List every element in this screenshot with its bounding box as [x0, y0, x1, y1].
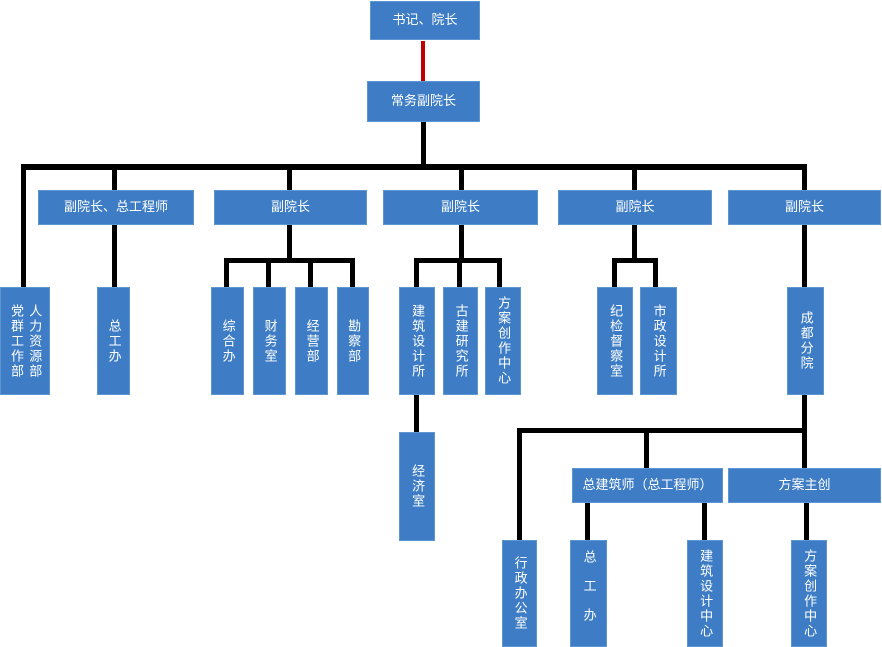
node-label-hr-dept: 人力资源部	[27, 303, 43, 379]
connector-branch-survey-dept	[350, 262, 355, 287]
node-economy-office[interactable]: 经济室	[399, 432, 435, 541]
node-ancient-arch-institute[interactable]: 古建研究所	[443, 287, 478, 395]
connector-main-horizontal	[21, 164, 807, 170]
node-vp3[interactable]: 副院长	[383, 190, 538, 225]
connector-main-vp5	[802, 168, 807, 190]
node-discipline-inspection-office[interactable]: 纪检督察室	[597, 287, 633, 395]
node-general-office[interactable]: 综合办	[211, 287, 244, 395]
connector-branch-finance-office	[266, 262, 271, 287]
node-vp2[interactable]: 副院长	[214, 190, 367, 225]
connector-vp4-branch	[632, 225, 637, 261]
connector-evp-mainline	[421, 121, 426, 166]
node-scheme-lead[interactable]: 方案主创	[728, 468, 881, 503]
connector-branch-municipal-design	[653, 262, 658, 287]
node-municipal-design-institute[interactable]: 市政设计所	[640, 287, 677, 395]
connector-vp3-branch-horizontal	[414, 258, 502, 263]
node-arch-design-center[interactable]: 建筑设计中心	[687, 540, 723, 647]
node-vp-chief-engineer[interactable]: 副院长、总工程师	[38, 190, 194, 225]
connector-branch-scheme-lead	[802, 432, 807, 468]
node-operations-dept[interactable]: 经营部	[295, 287, 328, 395]
node-chief-architect[interactable]: 总建筑师（总工程师）	[572, 468, 723, 503]
connector-main-vp1	[112, 168, 117, 190]
connector-main-vp3	[459, 168, 464, 190]
connector-main-vp2	[287, 168, 292, 190]
node-admin-office[interactable]: 行政办公室	[502, 540, 537, 647]
node-arch-design-institute[interactable]: 建筑设计所	[399, 287, 435, 395]
node-finance-office[interactable]: 财务室	[253, 287, 286, 395]
connector-branch-operations-dept	[308, 262, 313, 287]
connector-scheme-lead-creation-center	[804, 502, 809, 540]
connector-branch-general-office	[224, 262, 229, 287]
connector-main-combined-box	[21, 168, 26, 287]
node-chengdu-branch[interactable]: 成都分院	[787, 287, 824, 395]
connector-chengdu-branch-down	[802, 395, 807, 431]
connector-chief-architect-chief-eng-office	[585, 502, 590, 540]
connector-president-evp	[421, 41, 425, 82]
connector-branch-scheme-creation-center	[497, 262, 502, 287]
connector-vp2-branch	[287, 225, 292, 261]
node-party-mass-and-hr[interactable]: 党群工作部 人力资源部	[0, 287, 50, 395]
connector-chief-architect-arch-design-center	[702, 502, 707, 540]
connector-branch-discipline-office	[612, 262, 617, 287]
connector-branch-ancient-arch-institute	[457, 262, 462, 287]
node-scheme-creation-center[interactable]: 方案创作中心	[485, 287, 521, 395]
node-president[interactable]: 书记、院长	[370, 1, 480, 40]
node-label-party-mass-dept: 党群工作部	[9, 303, 24, 379]
connector-vp2-branch-horizontal	[224, 258, 355, 263]
connector-chengdu-branch-horizontal	[517, 428, 807, 433]
node-scheme-creation-center-branch[interactable]: 方案创作中心	[791, 540, 827, 647]
connector-vp5-chengdu-branch	[802, 225, 807, 287]
node-vp5[interactable]: 副院长	[728, 190, 881, 225]
connector-arch-design-economy-office	[414, 395, 419, 432]
node-chief-eng-office-branch[interactable]: 总工办	[570, 540, 607, 647]
connector-vp1-chief-eng-office	[112, 225, 117, 287]
connector-branch-chief-architect	[644, 432, 649, 468]
connector-vp3-branch	[459, 225, 464, 261]
connector-vp4-branch-horizontal	[612, 258, 658, 263]
node-executive-vp[interactable]: 常务副院长	[367, 81, 480, 122]
node-vp4[interactable]: 副院长	[558, 190, 712, 225]
connector-branch-arch-design-institute	[414, 262, 419, 287]
connector-main-vp4	[632, 168, 637, 190]
node-survey-dept[interactable]: 勘察部	[337, 287, 369, 395]
node-chief-eng-office[interactable]: 总工办	[97, 287, 130, 395]
connector-branch-admin-office	[517, 432, 522, 540]
